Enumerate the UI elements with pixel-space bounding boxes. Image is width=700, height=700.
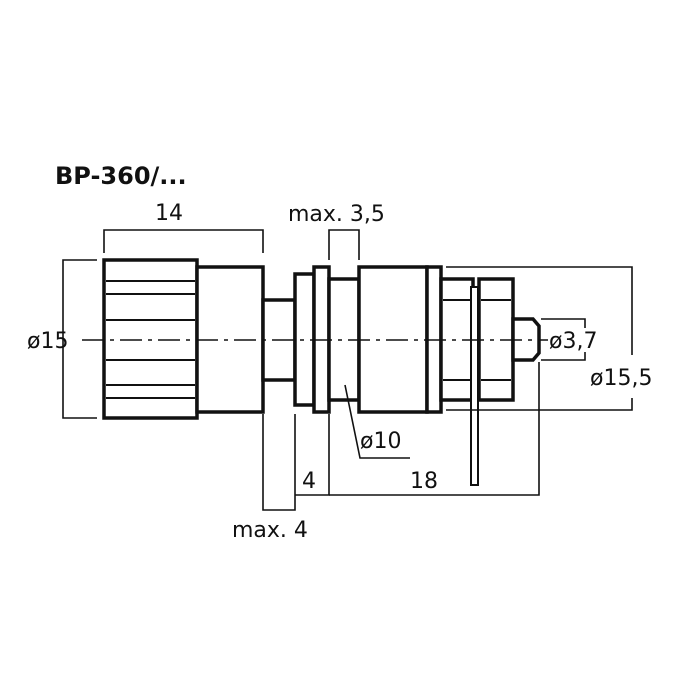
knurled-knob: [102, 258, 199, 420]
dim-shaft-diameter: ø10: [360, 429, 401, 454]
dim-pin-diameter: ø3,7: [549, 329, 597, 354]
dim-flange-diameter: ø15,5: [590, 366, 652, 391]
pin: [511, 317, 541, 362]
dim-neck-length: max. 4: [232, 518, 308, 543]
dimension-lines: [62, 229, 633, 511]
dim-body-length: 18: [410, 469, 438, 494]
knob-ribs: [106, 280, 195, 399]
binding-post-part: [102, 258, 541, 486]
solder-lug: [470, 286, 479, 486]
dim-knob-length: 14: [155, 201, 183, 226]
dim-shoulder-length: 4: [302, 469, 316, 494]
dim-knob-diameter: ø15: [27, 329, 68, 354]
product-title: BP-360/...: [55, 162, 187, 190]
dim-panel-thickness: max. 3,5: [288, 202, 385, 227]
